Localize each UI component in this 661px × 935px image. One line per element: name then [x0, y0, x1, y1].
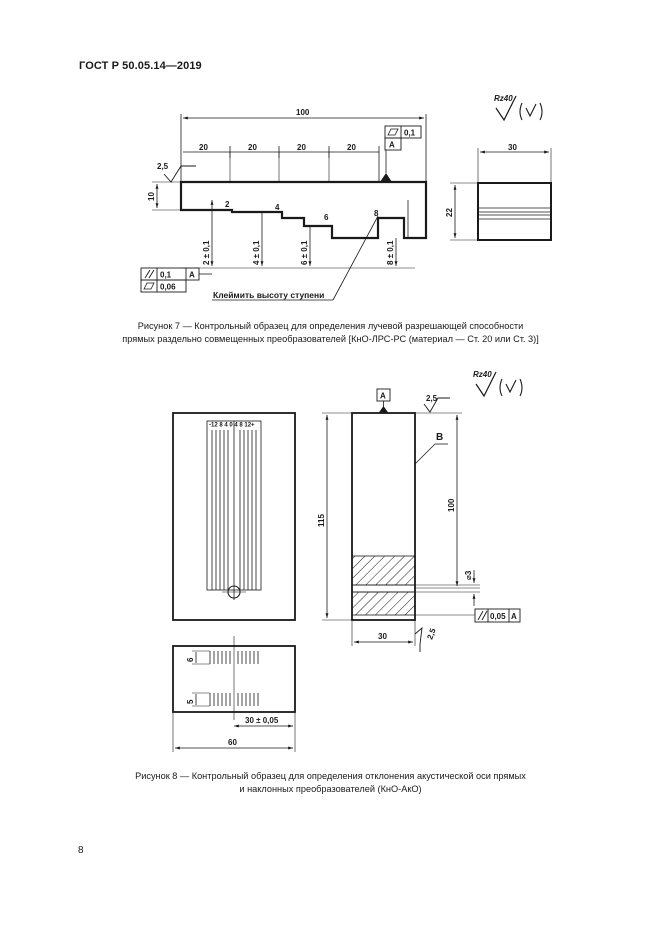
roughness-icon	[423, 397, 450, 413]
fig7-depth4: 8 ± 0,1	[386, 240, 395, 265]
fig7-dim-height: 10	[147, 192, 156, 201]
flatness-icon	[387, 128, 399, 136]
figure7-caption-line2: прямых раздельно совмещенных преобразова…	[122, 333, 539, 344]
fig7-tol-top-datum: A	[389, 141, 395, 150]
fig7-depth1: 2 ± 0,1	[202, 240, 211, 265]
figure7-front-view: 100 20 20 20 20 0,1 A 10 2,5 2 4 6 8	[140, 94, 543, 301]
fig7-step3: 6	[324, 213, 329, 222]
parallelism-icon	[144, 269, 155, 279]
roughness-icon	[495, 95, 517, 122]
fig7-tol-bottom-datum: A	[189, 271, 195, 280]
fig8-surface-label: B	[436, 432, 443, 443]
fig7-dim-seg1: 20	[199, 143, 208, 152]
parallelism-icon	[477, 610, 488, 621]
fig8-slot-top: 6	[186, 657, 195, 662]
fig8-tol-datum: A	[511, 612, 517, 621]
fig7-depth2: 4 ± 0,1	[252, 240, 261, 265]
page-number: 8	[78, 845, 84, 856]
fig8-height-hole: 100	[447, 498, 456, 512]
figure8-caption-line1: Рисунок 8 — Контрольный образец для опре…	[135, 771, 526, 781]
fig8-tol-value: 0,05	[490, 612, 506, 621]
fig7-step4: 8	[374, 209, 379, 218]
fig7-dim-seg4: 20	[347, 143, 356, 152]
fig8-total-width: 60	[228, 738, 237, 747]
figure8-side-view: A 2,5 Rz40 B 115 100 ⌀3 0,05	[317, 370, 523, 652]
fig7-tol-bottom-flat: 0,06	[160, 283, 176, 292]
flatness-icon	[143, 282, 155, 290]
roughness-icon	[163, 165, 196, 183]
fig7-dim-seg3: 20	[297, 143, 306, 152]
fig8-side-width: 30	[378, 632, 387, 641]
fig8-offset: 30 ± 0,05	[245, 716, 279, 725]
figure7-caption: Рисунок 7 — Контрольный образец для опре…	[60, 320, 601, 345]
fig7-dim-length: 100	[296, 108, 310, 117]
fig8-hole-diameter: ⌀3	[464, 570, 473, 580]
figure7-side-view: 30 22	[445, 143, 552, 241]
figure8-caption-line2: и наклонных преобразователей (КнО-АкО)	[239, 783, 422, 794]
fig8-roughness-top: 2,5	[426, 394, 438, 403]
fig8-height-total: 115	[317, 514, 326, 527]
fig8-roughness-bottom: 2,5	[425, 627, 437, 641]
fig7-tol-bottom-parallel: 0,1	[160, 271, 172, 280]
fig8-roughness-general: Rz40	[473, 370, 492, 379]
roughness-icon	[475, 371, 497, 398]
figure7-caption-line1: Рисунок 7 — Контрольный образец для опре…	[137, 321, 524, 331]
fig7-step2: 4	[275, 203, 280, 212]
fig7-dim-seg2: 20	[248, 143, 257, 152]
fig7-leader-note: Клеймить высоту ступени	[213, 290, 324, 300]
fig8-slot-bottom: 5	[186, 699, 195, 704]
fig8-datum: A	[380, 392, 386, 401]
figure8-front-view: -12 8 4 0 4 8 12+	[172, 412, 296, 621]
fig7-side-height: 22	[445, 208, 454, 217]
figure8-top-view: 6 5 30 ± 0,05 60	[172, 636, 296, 752]
fig8-scale-labels: -12 8 4 0 4 8 12+	[209, 423, 255, 429]
fig7-depth3: 6 ± 0,1	[300, 240, 309, 265]
figure8-caption: Рисунок 8 — Контрольный образец для опре…	[60, 770, 601, 795]
fig7-step1: 2	[225, 200, 230, 209]
fig7-side-width: 30	[508, 143, 517, 152]
fig7-tol-top-value: 0,1	[404, 129, 416, 138]
fig7-roughness-general: Rz40	[494, 94, 513, 103]
document-header: ГОСТ Р 50.05.14—2019	[79, 60, 202, 72]
fig7-roughness-left: 2,5	[157, 162, 169, 171]
roughness-icon	[414, 626, 423, 652]
